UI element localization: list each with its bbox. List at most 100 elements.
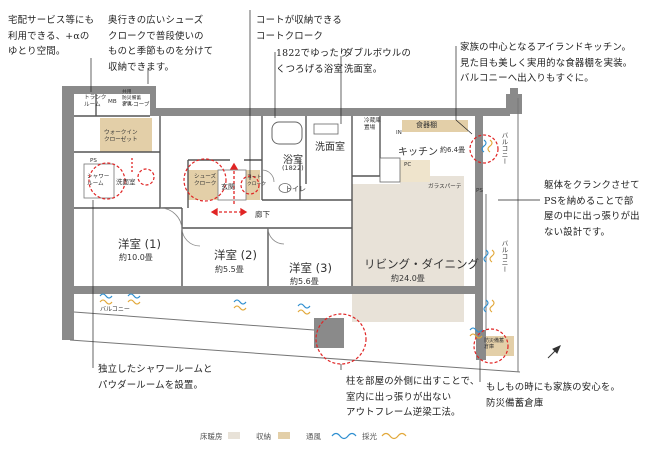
coat-closet-storage	[246, 170, 260, 200]
annotation-shower-powder: 独立したシャワールームと パウダールームを設置。	[98, 362, 213, 393]
toilet-bowl	[278, 183, 292, 193]
compass-icon	[547, 345, 561, 359]
room-disaster-storage: 防災備蓄 倉庫	[484, 338, 505, 350]
annotation-line: もしもの時にも家族の安心を。	[486, 382, 621, 393]
annotation-line: 独立したシャワールームと	[98, 364, 213, 375]
room-alcove: アルコーブ	[122, 102, 150, 108]
room-shower: シャワー ルーム	[87, 174, 110, 187]
annotation-shoes-cloak: 奥行きの広いシューズ クロークで普段使いの ものと季節ものを分けて 収納できます…	[108, 13, 213, 75]
annotation-spare-space: 宅配サービス等にも 利用できる、+αの ゆとり空間。	[8, 13, 94, 60]
balcony-top-label: バルコニー	[500, 132, 508, 165]
annotation-line: ない設計です。	[544, 226, 611, 238]
annotation-line: クロークで普段使いの	[108, 30, 204, 42]
annotation-coat-cloak: コートが収納できる コートクローク	[256, 13, 342, 44]
annotation-line: 家族の中心となるアイランドキッチン。	[460, 42, 632, 53]
room-kitchen-size: 約6.4畳	[440, 146, 466, 154]
room-glass-partition: ガラスパーテ	[428, 184, 462, 190]
balcony-bottom-label: バルコニー	[100, 306, 130, 313]
room-bath: 浴室	[283, 155, 303, 166]
room-washroom: 洗面室	[315, 142, 345, 153]
entrance-floor	[217, 169, 247, 201]
room-trunk: トランク ルーム	[84, 95, 107, 108]
shoes-cloak-storage	[188, 170, 220, 200]
room-toilet: トイレ	[285, 185, 306, 193]
legend-lighting: 採光	[362, 432, 377, 441]
pc-label: PC	[404, 162, 412, 168]
annotation-washroom: ダブルボウルの 洗面室。	[344, 46, 411, 77]
room-western-3: 洋室 (3)	[289, 261, 332, 275]
ps-label: PS	[90, 158, 97, 164]
annotation-line: ダブルボウルの	[344, 48, 412, 59]
annotation-line: 見た目も美しく実用的な食器棚を実装。	[460, 57, 633, 69]
annotation-kitchen: 家族の中心となるアイランドキッチン。 見た目も美しく実用的な食器棚を実装。 バル…	[460, 40, 632, 87]
annotation-line: コートクローク	[256, 30, 324, 42]
room-corridor: 廊下	[255, 210, 270, 219]
room-mb: MB	[108, 99, 117, 105]
annotation-line: 躯体をクランクさせて	[544, 180, 640, 191]
room-shared-storage: 共用 防災備蓄 倉庫	[122, 90, 142, 107]
room-living-size: 約24.0畳	[391, 274, 425, 283]
legend-ventilation: 通風	[306, 432, 321, 441]
annotation-line: 洗面室。	[344, 63, 383, 75]
dish-cabinet-storage	[402, 120, 468, 132]
annotation-line: 1822でゆったり	[276, 48, 349, 59]
annotation-disaster-storage: もしもの時にも家族の安心を。 防災備蓄倉庫	[486, 380, 620, 411]
room-western-1-size: 約10.0畳	[119, 253, 153, 262]
annotation-line: アウトフレーム逆梁工法。	[346, 407, 461, 418]
annotation-line: 宅配サービス等にも	[8, 15, 95, 26]
annotation-line: 屋の中に出っ張りが出	[544, 211, 640, 222]
legend-floor-heating: 床暖房	[200, 432, 223, 441]
room-western-2: 洋室 (2)	[214, 248, 257, 262]
lighting-marks	[99, 139, 495, 339]
annotation-line: バルコニーへ出入りもすぐに。	[460, 73, 594, 84]
room-western-1: 洋室 (1)	[118, 237, 161, 251]
annotation-line: パウダールームを設置。	[98, 379, 204, 391]
room-coat-closet: コート クローク	[247, 175, 267, 187]
annotation-line: 収納できます。	[108, 61, 175, 73]
annotation-line: くつろげる浴室	[276, 63, 344, 75]
red-arrows	[131, 158, 248, 217]
room-kitchen: キッチン	[398, 147, 438, 158]
annotation-line: 室内に出っ張りが出ない	[346, 391, 452, 403]
ps-label-right: PS	[476, 188, 483, 194]
balcony-right-label: バルコニー	[500, 240, 508, 273]
walkin-closet-storage	[100, 118, 152, 152]
annotation-line: 防災備蓄倉庫	[486, 397, 544, 409]
annotation-line: 柱を部屋の外側に出すことで、	[346, 376, 480, 387]
room-fridge: 冷蔵庫 置場	[364, 118, 381, 131]
room-powder: 洗面室	[116, 178, 136, 186]
annotation-line: ゆとり空間。	[8, 46, 66, 57]
kitchen-counter-storage	[400, 160, 430, 182]
room-western-3-size: 約5.6畳	[290, 277, 319, 286]
disaster-storage-fill	[482, 336, 514, 356]
living-floor-heating-top	[400, 176, 464, 186]
room-entrance: 玄関	[221, 183, 235, 191]
legend-storage: 収納	[256, 432, 271, 441]
room-western-2-size: 約5.5畳	[215, 265, 244, 274]
ventilation-marks	[99, 139, 489, 333]
room-living-dining: リビング・ダイニング	[364, 257, 479, 271]
annotation-line: ものと季節ものを分けて	[108, 46, 214, 57]
annotation-bathroom: 1822でゆったり くつろげる浴室	[276, 46, 349, 77]
door-swings	[159, 169, 285, 247]
annotation-ps-crank: 躯体をクランクさせて PSを納めることで部 屋の中に出っ張りが出 ない設計です。	[544, 178, 640, 240]
annotation-outframe: 柱を部屋の外側に出すことで、 室内に出っ張りが出ない アウトフレーム逆梁工法。	[346, 374, 479, 421]
annotation-line: 奥行きの広いシューズ	[108, 15, 204, 26]
room-walkin-closet: ウォークイン クローゼット	[104, 130, 138, 143]
legend-storage-swatch	[278, 432, 290, 439]
leader-lines	[90, 10, 540, 382]
living-floor-heating	[352, 184, 464, 322]
annotation-line: 利用できる、+αの	[8, 30, 90, 42]
legend-ventilation-swatch	[331, 432, 357, 440]
in-label: IN	[396, 130, 402, 136]
legend-floor-heating-swatch	[228, 432, 240, 439]
bathtub	[271, 121, 303, 145]
room-dish-cabinet: 食器棚	[416, 121, 437, 129]
kitchen-island	[379, 157, 401, 183]
annotation-line: コートが収納できる	[256, 15, 342, 26]
annotation-line: PSを納めることで部	[544, 195, 634, 207]
room-shoes-cloak: シューズ クローク	[194, 174, 217, 187]
room-bath-size: (1822)	[282, 164, 304, 172]
exterior-walls	[62, 86, 522, 360]
